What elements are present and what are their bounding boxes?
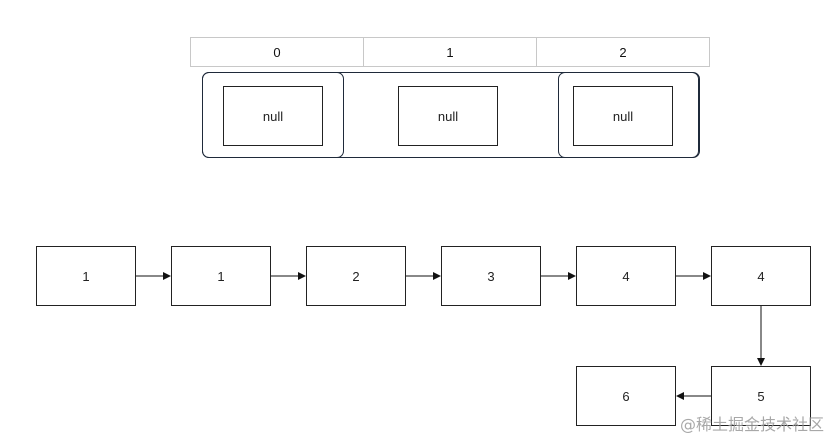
list-node-8: 6	[576, 366, 676, 426]
bucket-index-0: 0	[191, 38, 364, 66]
bucket-2-null: null	[573, 86, 673, 146]
bucket-0-outline	[202, 72, 344, 158]
list-node-6: 4	[711, 246, 811, 306]
bucket-index-2: 2	[619, 44, 627, 60]
bucket-index-1: 1	[364, 38, 537, 66]
list-node-5: 4	[576, 246, 676, 306]
list-node-7: 5	[711, 366, 811, 426]
bucket-0-null: null	[223, 86, 323, 146]
bucket-index-row: 0 1 2	[190, 37, 710, 67]
list-node-4: 3	[441, 246, 541, 306]
bucket-1-null: null	[398, 86, 498, 146]
list-node-2: 1	[171, 246, 271, 306]
list-node-1: 1	[36, 246, 136, 306]
bucket-2-outline	[558, 72, 700, 158]
list-node-3: 2	[306, 246, 406, 306]
watermark: @稀土掘金技术社区	[679, 415, 824, 434]
